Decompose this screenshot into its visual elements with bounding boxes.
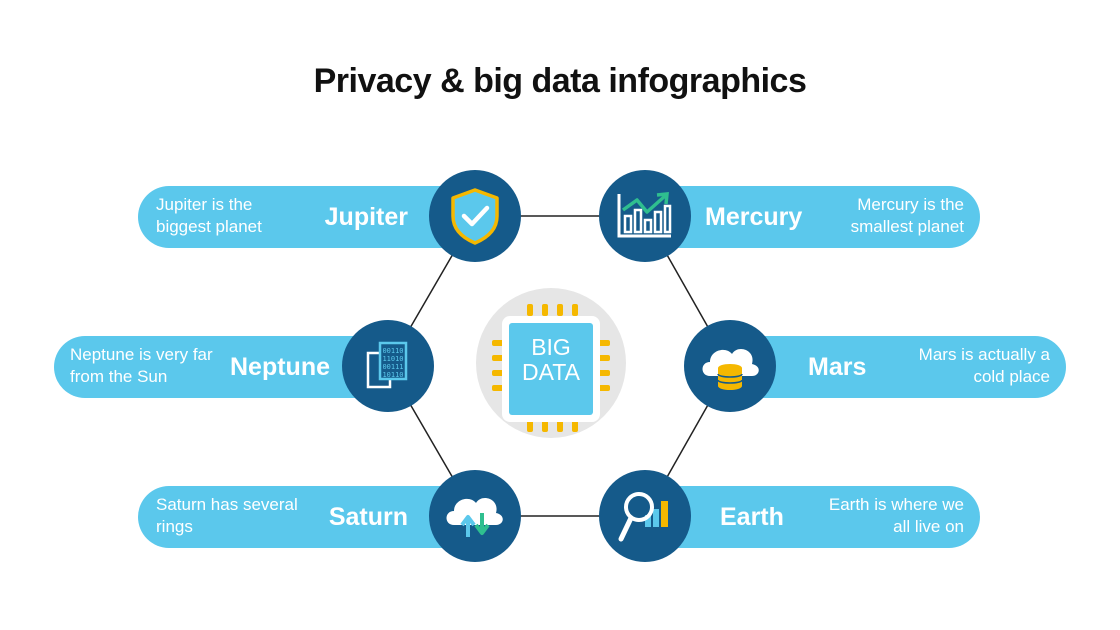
page-title: Privacy & big data infographics xyxy=(313,62,807,100)
center-label-line1: BIG xyxy=(531,334,571,360)
binary-documents-icon: 00110 11010 00111 10110 xyxy=(342,320,434,412)
item-saturn-description: Saturn has several rings xyxy=(156,495,298,536)
item-mars-description: Mars is actually a cold place xyxy=(918,345,1050,386)
item-mercury-description: Mercury is the smallest planet xyxy=(850,195,964,236)
item-mercury-label: Mercury xyxy=(705,203,803,231)
item-earth-label: Earth xyxy=(720,503,784,531)
center-label-line2: DATA xyxy=(522,359,580,385)
svg-text:00110: 00110 xyxy=(382,347,403,355)
item-jupiter-label: Jupiter xyxy=(324,203,408,231)
cloud-database-icon xyxy=(684,320,776,412)
item-earth-description: Earth is where we all live on xyxy=(828,495,964,536)
item-saturn-label: Saturn xyxy=(328,503,408,531)
item-jupiter-description: Jupiter is the biggest planet xyxy=(156,195,262,236)
svg-text:11010: 11010 xyxy=(382,355,403,363)
item-mars-label: Mars xyxy=(808,353,867,381)
svg-text:00111: 00111 xyxy=(382,363,403,371)
shield-check-icon xyxy=(429,170,521,262)
item-neptune-description: Neptune is very far from the Sun xyxy=(70,345,213,386)
cloud-transfer-icon xyxy=(429,470,521,562)
svg-text:10110: 10110 xyxy=(382,371,403,379)
search-analytics-icon xyxy=(599,470,691,562)
center-label: BIG DATA xyxy=(506,335,596,385)
item-saturn: Saturn has several rings Saturn xyxy=(138,486,488,548)
item-neptune-label: Neptune xyxy=(230,353,330,381)
microchip-icon xyxy=(492,304,610,432)
item-jupiter: Jupiter is the biggest planet Jupiter xyxy=(138,186,488,248)
growth-chart-icon xyxy=(599,170,691,262)
